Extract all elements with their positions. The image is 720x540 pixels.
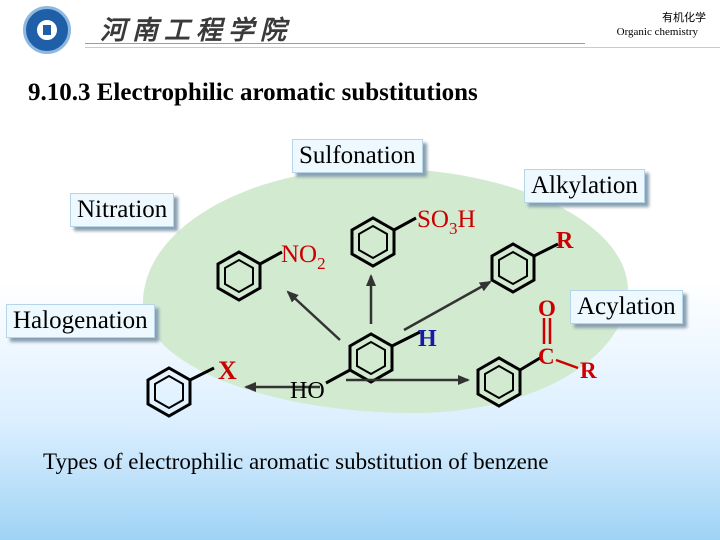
school-name: 河南工程学院 (100, 16, 293, 46)
course-name-cn: 有机化学 (662, 11, 706, 24)
label-sulfonation: Sulfonation (292, 139, 423, 173)
arrow-to-alkylation (403, 280, 492, 332)
label-alkylation: Alkylation (524, 169, 645, 203)
benzene-alkylation (490, 242, 559, 294)
group-so3h: SO3H (417, 206, 476, 238)
course-name-en: Organic chemistry (616, 26, 698, 38)
label-acylation: Acylation (570, 290, 683, 324)
reaction-arrows (244, 274, 492, 392)
slide-header: 河南工程学院 有机化学 Organic chemistry (0, 0, 720, 58)
group-acyl-r: R (580, 358, 597, 383)
group-acyl-c: C (538, 344, 555, 369)
benzene-center (325, 330, 421, 385)
label-halogenation: Halogenation (6, 304, 155, 338)
arrow-to-nitration (286, 290, 341, 341)
header-divider-2 (85, 47, 720, 48)
atom-h: H (418, 326, 437, 352)
group-no2: NO2 (281, 241, 326, 273)
slide-title: 9.10.3 Electrophilic aromatic substituti… (28, 79, 478, 106)
benzene-sulfonation (350, 216, 417, 268)
figure-caption: Types of electrophilic aromatic substitu… (43, 449, 549, 474)
benzene-nitration (216, 250, 283, 302)
group-acyl-o: O (538, 296, 556, 321)
label-nitration: Nitration (70, 193, 175, 227)
carbonyl-bond (542, 318, 579, 370)
group-ho: HO (290, 378, 325, 404)
header-divider (85, 43, 585, 44)
benzene-halogenation (146, 366, 215, 418)
school-logo (23, 6, 71, 54)
benzene-acylation (476, 356, 541, 408)
group-alkyl-r: R (556, 228, 574, 254)
group-halogen-x: X (218, 356, 237, 385)
